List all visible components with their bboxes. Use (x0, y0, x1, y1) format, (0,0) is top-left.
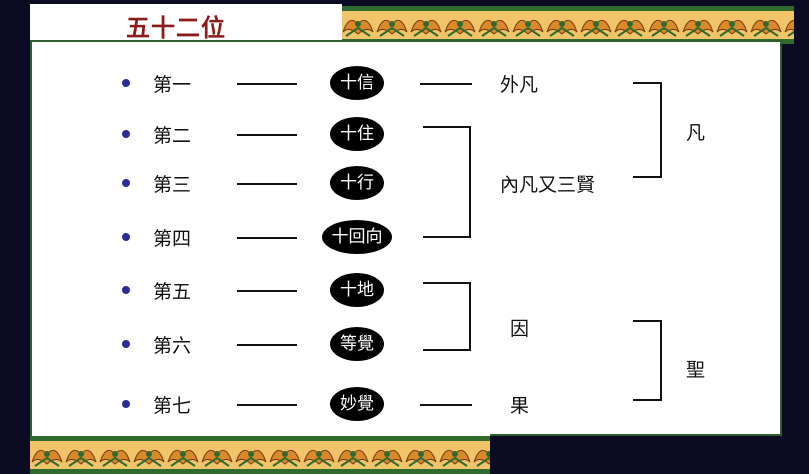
title-strip (30, 4, 342, 42)
group-label-effect: 果 (510, 395, 530, 417)
connector-line (237, 404, 297, 406)
stage-node: 妙覺 (330, 387, 384, 421)
row-bullet-icon (122, 286, 130, 294)
connector-line (237, 237, 297, 239)
bracket-holy (633, 320, 662, 401)
rank-label: 第五 (153, 281, 192, 303)
stage-node: 十行 (330, 166, 384, 200)
stage-node: 十回向 (322, 220, 392, 254)
connector-line (237, 134, 297, 136)
connector-line (420, 404, 472, 406)
rank-label: 第七 (153, 395, 192, 417)
connector-line (237, 183, 297, 185)
rank-label: 第六 (153, 335, 192, 357)
stage-node: 十信 (330, 66, 384, 100)
bracket-ordinary (633, 82, 662, 178)
diagram-panel (30, 40, 782, 436)
connector-line (237, 83, 297, 85)
row-bullet-icon (122, 340, 130, 348)
rank-label: 第四 (153, 228, 192, 250)
row-bullet-icon (122, 79, 130, 87)
stage-node: 十住 (330, 117, 384, 151)
rank-label: 第二 (153, 125, 192, 147)
rank-label: 第三 (153, 174, 192, 196)
group-label-inner-ordinary: 內凡又三賢 (500, 174, 596, 196)
group-label-outer-ordinary: 外凡 (500, 74, 539, 96)
row-bullet-icon (122, 233, 130, 241)
ornamental-border-bottom (30, 436, 490, 474)
stage-node: 等覺 (330, 327, 384, 361)
rank-label: 第一 (153, 74, 192, 96)
row-bullet-icon (122, 179, 130, 187)
class-label-ordinary: 凡 (686, 122, 706, 144)
class-label-holy: 聖 (686, 359, 706, 381)
diagram-title: 五十二位 (126, 13, 226, 42)
connector-line (237, 344, 297, 346)
bracket-cause (423, 282, 471, 351)
connector-line (420, 83, 472, 85)
row-bullet-icon (122, 400, 130, 408)
group-label-cause: 因 (510, 318, 530, 340)
connector-line (237, 290, 297, 292)
bracket-inner-ordinary (423, 126, 471, 238)
ornamental-border-top (341, 6, 794, 44)
row-bullet-icon (122, 130, 130, 138)
stage-node: 十地 (330, 273, 384, 307)
